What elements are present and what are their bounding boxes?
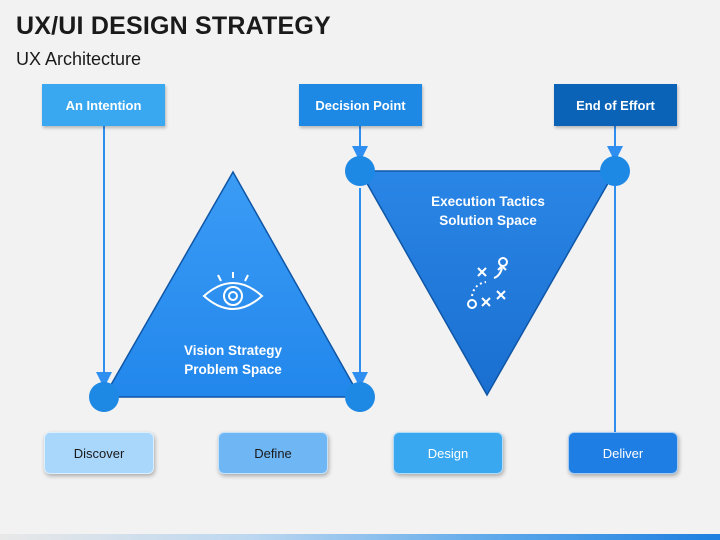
vision-label-line2: Problem Space <box>184 362 282 377</box>
top-box-intention: An Intention <box>42 84 165 126</box>
node-circle <box>345 156 375 186</box>
page-title: UX/UI DESIGN STRATEGY <box>16 12 331 40</box>
execution-label-line2: Solution Space <box>439 213 537 228</box>
top-box-decision-point: Decision Point <box>299 84 422 126</box>
bottom-accent-bar <box>0 534 720 540</box>
execution-triangle <box>358 170 617 397</box>
strategy-play-icon <box>467 257 508 309</box>
vision-label-line1: Vision Strategy <box>184 343 283 358</box>
vision-triangle <box>102 170 362 398</box>
node-circle <box>600 156 630 186</box>
node-circle <box>89 382 119 412</box>
execution-label-line1: Execution Tactics <box>431 194 545 209</box>
top-box-end-of-effort: End of Effort <box>554 84 677 126</box>
node-circle <box>345 382 375 412</box>
phase-discover: Discover <box>44 432 154 474</box>
page-subtitle: UX Architecture <box>16 49 142 69</box>
eye-icon <box>202 272 264 310</box>
phase-define: Define <box>218 432 328 474</box>
phase-design: Design <box>393 432 503 474</box>
phase-deliver: Deliver <box>568 432 678 474</box>
